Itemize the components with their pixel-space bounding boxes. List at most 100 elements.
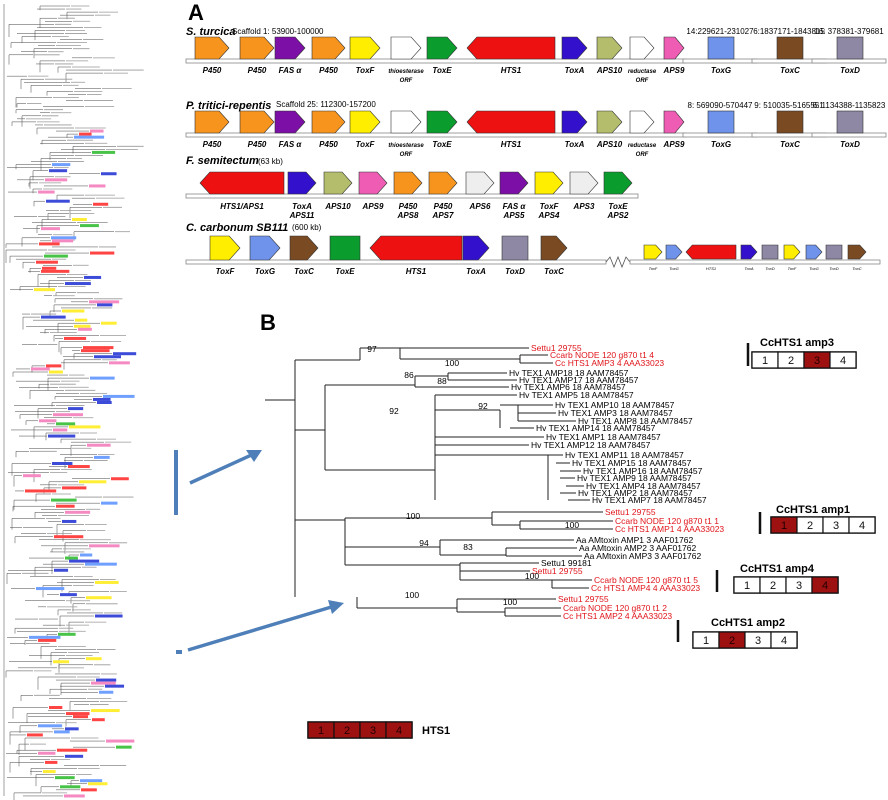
leaf-label: Cc HTS1 AMP2 4 AAA33023 [563,611,672,621]
tree-leaf-highlight [97,401,112,404]
leaf-label: Settu1 29755 [531,343,582,353]
tree-leaf-highlight [49,706,63,709]
bootstrap-label: 92 [389,406,399,416]
tree-leaf-highlight [39,242,60,246]
gene-arrow-toxg [249,235,281,261]
domain-cell [829,351,857,369]
leaf-label: Hv TEX1 AMP18 18 AAM78457 [509,368,629,378]
tree-leaf-highlight [90,251,115,255]
tree-leaf-highlight [91,681,116,685]
gene-arrow-toxa [561,36,588,60]
scaffold-label: Scaffold 25: 112300-157200 [276,100,376,109]
gene-arrow-p450 [311,36,346,60]
amp-box-title: CcHTS1 amp3 [760,337,834,349]
leaf-label: Aa AMtoxin AMP2 3 AAF01762 [579,543,696,553]
gene-arrow-thioesterase-orf [390,36,422,60]
hts1-legend-label: HTS1 [422,725,450,737]
scaffold-break [605,255,631,269]
leaf-label: Settu1 29755 [558,594,609,604]
gene-arrow-p450 [194,110,230,134]
tree-leaf-highlight [103,394,135,398]
tree-leaf-highlight [48,434,76,438]
tree-leaf-highlight [55,776,75,780]
gene-label: ToxC [780,66,800,75]
tree-leaf-highlight [36,260,58,264]
gene-arrow-aps3 [569,171,599,195]
gene-label: ToxA [292,202,312,211]
gene-label: P450 [434,202,453,211]
gene-label: ToxG [255,267,275,276]
gene-label: APS6 [469,202,491,211]
tree-leaf-highlight [89,300,120,304]
domain-number: 3 [755,635,761,647]
gene-arrow-toxg [665,244,683,260]
gene-arrow-aps10 [323,171,353,195]
leaf-label: Hv TEX1 AMP5 18 AAM78457 [519,390,634,400]
gene-label: thioesterase [388,143,424,149]
tree-leaf-highlight [81,349,110,353]
tree-leaf-highlight [39,419,57,423]
tree-leaf-highlight [75,318,88,322]
tree-leaf-highlight [65,556,78,560]
tree-leaf-highlight [41,315,66,319]
gene-arrow-reductase-orf [629,110,655,134]
tree-leaf-highlight [89,544,120,548]
gene-label: APS11 [289,211,315,220]
gene-label: APS9 [663,66,685,75]
gene-label: APS8 [397,211,419,220]
gene-arrow-aps10 [596,110,623,134]
organism-label: S. turcica [186,26,236,38]
track-s-turcica: S. turcica Scaffold 1: 53900-100000 P450… [185,26,887,84]
tree-leaf-highlight [65,510,91,514]
tree-leaf-highlight [101,172,117,176]
scaffold-line [682,58,758,64]
tree-leaf-highlight [106,739,135,743]
gene-label: ToxD [829,266,838,271]
tree-leaf-highlight [23,474,41,478]
gene-arrow-toxe-aps2 [603,171,633,195]
zoom-arrowhead [328,600,344,614]
gene-label: APS9 [362,202,384,211]
tree-leaf-highlight [101,321,117,325]
gene-arrow-p450 [194,36,230,60]
domain-cell [770,631,798,649]
tree-leaf-highlight [96,678,117,682]
gene-label: APS2 [607,211,629,220]
leaf-label: Hv TEX1 AMP15 18 AAM78457 [572,458,692,468]
gene-arrow-toxa [462,235,490,261]
tree-leaf-highlight [91,709,120,713]
leaf-label: Hv TEX1 AMP8 18 AAM78457 [578,416,693,426]
bootstrap-label: 100 [405,590,419,600]
tree-leaf-highlight [78,327,92,331]
domain-number: 4 [396,725,402,737]
domain-cell [811,576,839,594]
gene-arrow-hts1 [466,36,556,60]
gene-label: P450 [248,66,267,75]
gene-arrow-p450-aps8 [393,171,423,195]
tree-leaf-highlight [27,733,43,737]
gene-label: ToxD [765,266,774,271]
gene-arrow-aps9 [663,36,685,60]
gene-label: ToxG [711,140,731,149]
tree-leaf-highlight [64,336,87,340]
gene-arrow-toxc [540,235,568,261]
gene-arrow-toxd [501,235,529,261]
tree-leaf-highlight [69,425,101,429]
zoom-arrowhead [246,450,262,462]
locus-coordinate: 6: 1134388-1135823 [813,101,886,110]
gene-label: ToxG [669,266,678,271]
tree-leaf-highlight [53,660,70,664]
leaf-label: Hv TEX1 AMP2 18 AAM78457 [578,488,693,498]
tree-leaf-highlight [60,593,77,597]
gene-arrow-toxa [561,110,588,134]
gene-arrow-thioesterase-orf [390,110,422,134]
gene-label: ToxF [216,267,236,276]
organism-label: P. tritici-repentis [186,100,271,112]
leaf-label: Cc HTS1 AMP4 4 AAA33023 [591,583,700,593]
